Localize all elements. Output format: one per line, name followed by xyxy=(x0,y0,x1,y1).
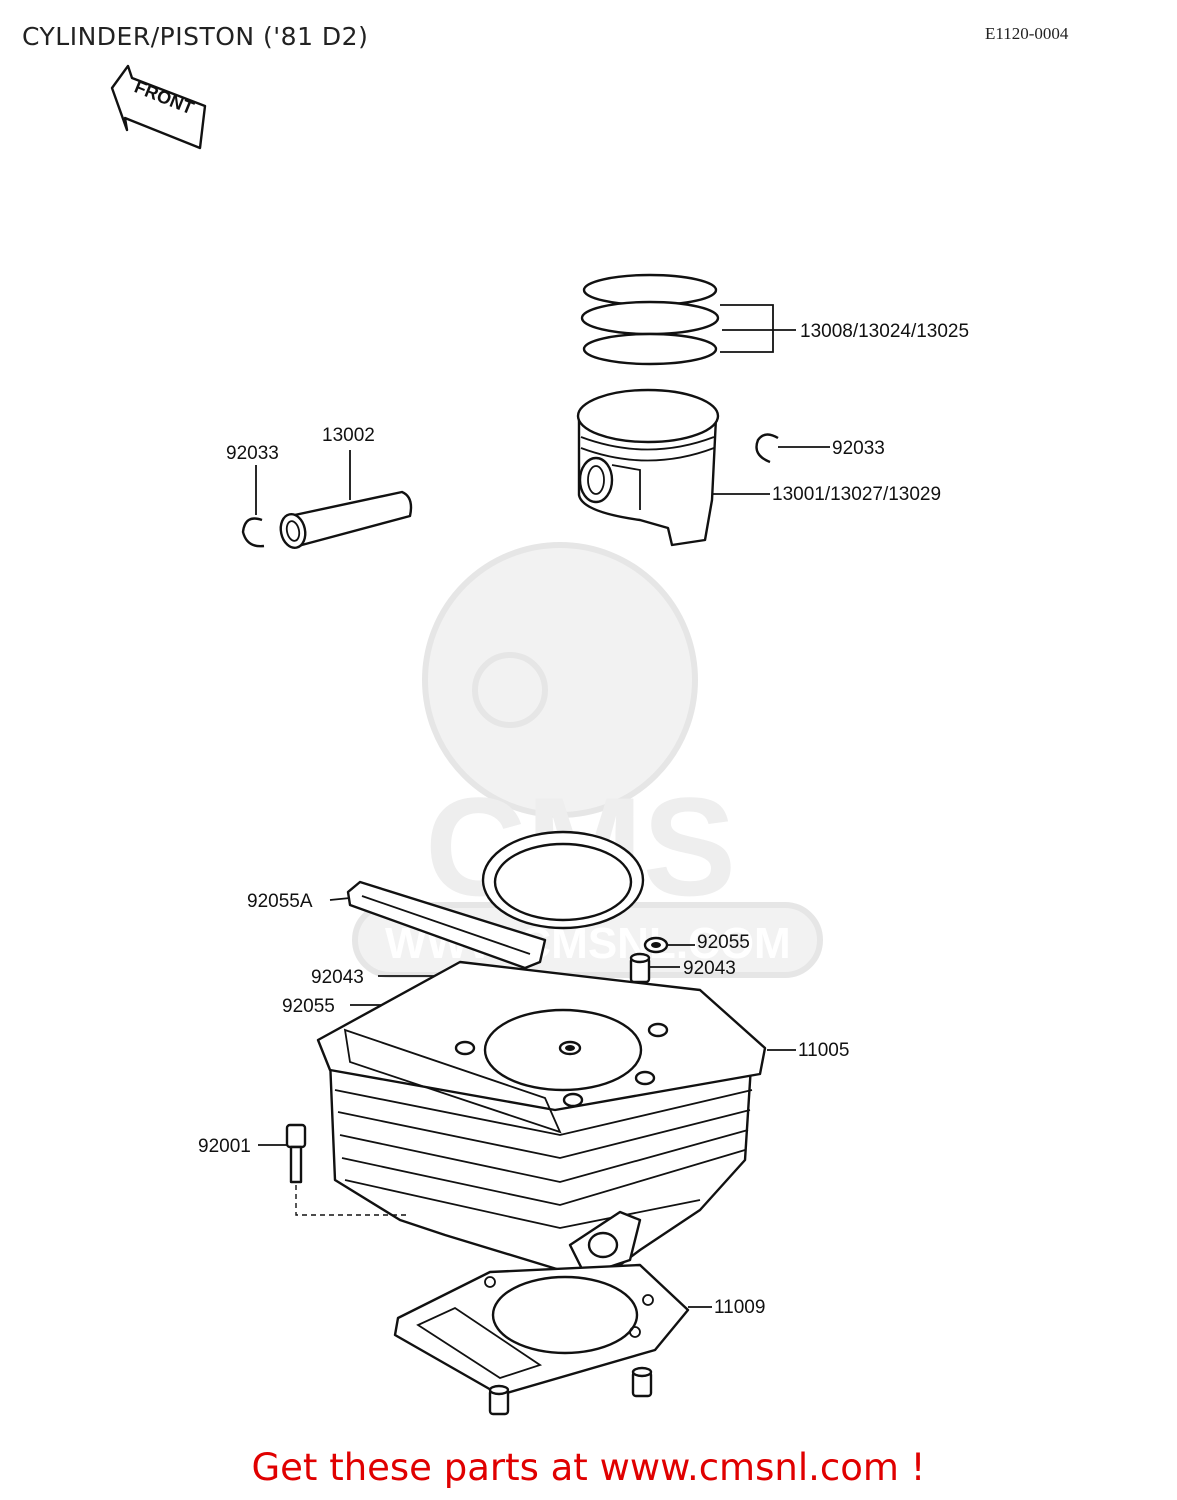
callout-rings: 13008/13024/13025 xyxy=(800,321,969,342)
o-ring-right xyxy=(643,936,695,954)
diagram-code: E1120-0004 xyxy=(985,24,1069,43)
callout-oring-left: 92055 xyxy=(282,996,335,1017)
bolt xyxy=(258,1123,410,1216)
circlip-left xyxy=(241,465,265,548)
piston-rings xyxy=(580,273,796,366)
head-o-ring xyxy=(481,830,645,930)
diagram-title: CYLINDER/PISTON ('81 D2) xyxy=(22,22,369,51)
base-gasket xyxy=(393,1263,712,1397)
callout-clip-right: 92033 xyxy=(832,438,885,459)
footer-link[interactable]: Get these parts at www.cmsnl.com ! xyxy=(251,1446,926,1489)
piston xyxy=(576,388,770,547)
callout-dowel-left: 92043 xyxy=(311,967,364,988)
callout-bolt: 92001 xyxy=(198,1136,251,1157)
cylinder xyxy=(316,960,796,1287)
lower-dowel-right xyxy=(631,1366,653,1398)
gasket-92055a xyxy=(329,880,547,970)
callout-gasket-a: 92055A xyxy=(247,891,313,912)
callout-dowel-right: 92043 xyxy=(683,958,736,979)
circlip-right xyxy=(755,433,830,464)
callout-base-gasket: 11009 xyxy=(714,1297,765,1318)
callout-piston: 13001/13027/13029 xyxy=(772,484,941,505)
lower-dowel-left xyxy=(488,1384,510,1416)
callout-pin: 13002 xyxy=(322,425,375,446)
callout-clip-left: 92033 xyxy=(226,443,279,464)
callout-oring-right: 92055 xyxy=(697,932,750,953)
piston-pin xyxy=(279,450,413,550)
watermark: CMS WWW.CMSNL.COM xyxy=(352,542,823,978)
callout-cylinder: 11005 xyxy=(798,1040,849,1061)
dowel-right xyxy=(629,952,680,984)
front-arrow-icon: FRONT xyxy=(110,64,207,150)
